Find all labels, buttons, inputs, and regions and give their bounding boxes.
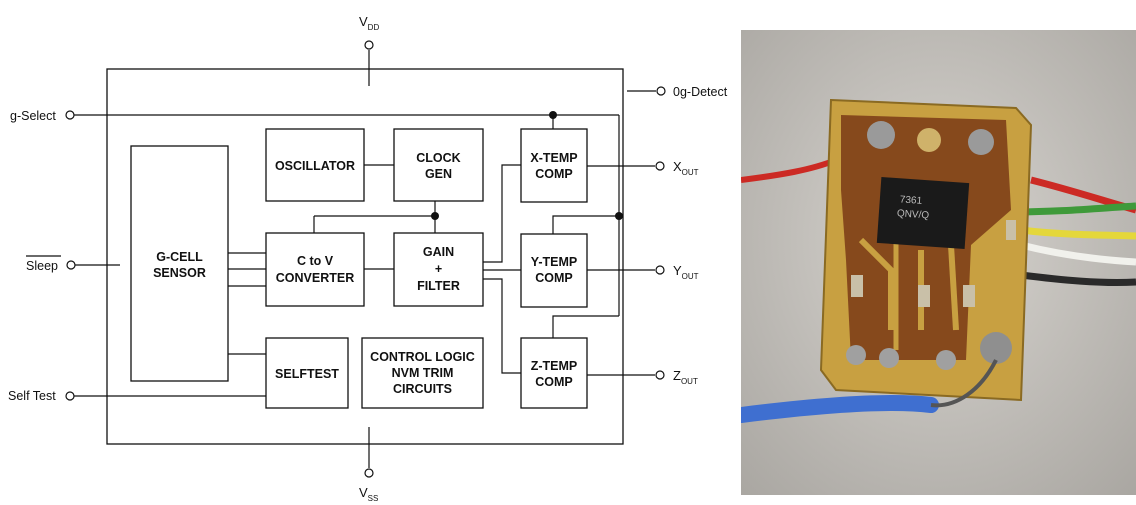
xout-label: XOUT xyxy=(673,159,699,177)
solder-pad xyxy=(879,348,899,368)
ytemp-line-1: Y-TEMP xyxy=(531,255,578,269)
clockgen-line-1: CLOCK xyxy=(416,151,460,165)
chip-marking-2: QNV/Q xyxy=(897,208,930,221)
board-photo: 7361 QNV/Q xyxy=(741,30,1136,495)
vss-label: VSS xyxy=(359,485,378,503)
solder-pad xyxy=(936,350,956,370)
oscillator-line-1: OSCILLATOR xyxy=(275,159,355,173)
ztemp-line-2: COMP xyxy=(535,375,573,389)
self-test-label: Self Test xyxy=(8,389,56,403)
xtemp-line-2: COMP xyxy=(535,167,573,181)
clock-gen-block xyxy=(394,129,483,201)
sleep-pin xyxy=(67,261,75,269)
ctov-line-2: CONVERTER xyxy=(276,271,354,285)
ztemp-line-1: Z-TEMP xyxy=(531,359,578,373)
control-line-2: NVM TRIM xyxy=(392,366,454,380)
g-select-label: g-Select xyxy=(10,109,56,123)
gain-line-2: + xyxy=(435,262,442,276)
ytemp-line-2: COMP xyxy=(535,271,573,285)
og-detect-pin xyxy=(657,87,665,95)
ctov-line-1: C to V xyxy=(297,254,334,268)
gcell-line-2: SENSOR xyxy=(153,266,206,280)
junction-ycomp xyxy=(615,212,623,220)
gain-line-3: FILTER xyxy=(417,279,460,293)
vdd-label: VDD xyxy=(359,14,379,32)
gain-line-1: GAIN xyxy=(423,245,454,259)
c-to-v-converter-block xyxy=(266,233,364,306)
smd-component xyxy=(963,285,975,307)
selftest-line-1: SELFTEST xyxy=(275,367,339,381)
block-diagram: VDD VSS g-Select Sleep Self Test 0g-Dete… xyxy=(0,0,740,505)
control-line-1: CONTROL LOGIC xyxy=(370,350,475,364)
g-select-pin xyxy=(66,111,74,119)
og-detect-label: 0g-Detect xyxy=(673,85,728,99)
solder-pad xyxy=(980,332,1012,364)
xtemp-line-1: X-TEMP xyxy=(530,151,577,165)
sleep-label: Sleep xyxy=(26,259,58,273)
gcell-line-1: G-CELL xyxy=(156,250,203,264)
self-test-pin xyxy=(66,392,74,400)
vss-pin xyxy=(365,469,373,477)
solder-pad xyxy=(846,345,866,365)
solder-pad xyxy=(968,129,994,155)
z-temp-comp-block xyxy=(521,338,587,408)
solder-pad xyxy=(867,121,895,149)
yout-pin xyxy=(656,266,664,274)
clockgen-line-2: GEN xyxy=(425,167,452,181)
solder-pad xyxy=(917,128,941,152)
yout-label: YOUT xyxy=(673,263,699,281)
zout-pin xyxy=(656,371,664,379)
xout-pin xyxy=(656,162,664,170)
x-temp-comp-block xyxy=(521,129,587,202)
chip-marking-1: 7361 xyxy=(899,194,922,207)
smd-component xyxy=(851,275,863,297)
junction-clock xyxy=(431,212,439,220)
smd-component xyxy=(1006,220,1016,240)
control-line-3: CIRCUITS xyxy=(393,382,452,396)
vdd-pin xyxy=(365,41,373,49)
smd-component xyxy=(918,285,930,307)
zout-label: ZOUT xyxy=(673,368,698,386)
